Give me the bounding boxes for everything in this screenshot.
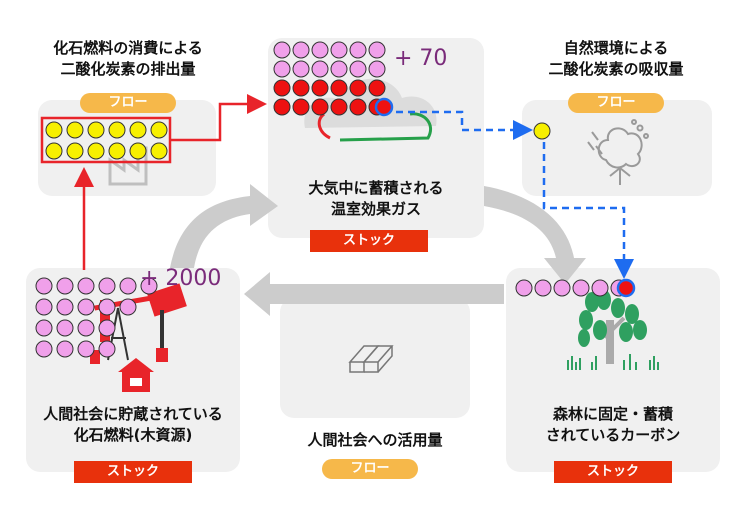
atmosphere-dot xyxy=(273,79,291,97)
forest-dot-highlight xyxy=(616,278,636,298)
atmosphere-title: 大気中に蓄積される 温室効果ガス xyxy=(276,178,476,220)
fossil-dot xyxy=(77,277,95,295)
fossil-dot xyxy=(56,340,74,358)
atmosphere-dot xyxy=(349,98,367,116)
atmosphere-dot xyxy=(311,98,329,116)
fossil-dot xyxy=(98,277,116,295)
fossil-dot xyxy=(119,298,137,316)
fossil-title-line2: 化石燃料(木資源) xyxy=(73,426,193,444)
emission-flow-badge: フロー xyxy=(80,93,176,113)
atmosphere-dot xyxy=(349,41,367,59)
fossil-dot xyxy=(35,319,53,337)
atmosphere-dot xyxy=(330,60,348,78)
emission-dot xyxy=(66,121,84,139)
absorption-title-line2: 二酸化炭素の吸収量 xyxy=(548,60,684,78)
fossil-dot xyxy=(77,298,95,316)
atmosphere-dot xyxy=(349,79,367,97)
atmosphere-dot xyxy=(292,41,310,59)
atmosphere-dot xyxy=(368,60,386,78)
fossil-dot xyxy=(140,277,158,295)
absorption-flow-badge: フロー xyxy=(568,93,664,113)
fossil-delta: + 2000 xyxy=(140,266,222,291)
absorption-panel xyxy=(522,100,712,196)
emission-title-line1: 化石燃料の消費による xyxy=(53,39,203,57)
emission-dot xyxy=(87,142,105,160)
atmosphere-dot-highlight xyxy=(374,97,394,117)
absorption-title-line1: 自然環境による xyxy=(563,39,669,57)
forest-stock-badge: ストック xyxy=(554,461,672,483)
forest-title-line1: 森林に固定・蓄積 xyxy=(552,405,673,423)
atmosphere-dot xyxy=(330,79,348,97)
atmosphere-title-line2: 温室効果ガス xyxy=(330,200,421,218)
emission-dot xyxy=(129,142,147,160)
fossil-stock-badge: ストック xyxy=(74,461,192,483)
fossil-dot xyxy=(98,340,116,358)
atmosphere-delta: + 70 xyxy=(394,46,448,71)
forest-title-line2: されているカーボン xyxy=(545,426,681,444)
atmosphere-dot xyxy=(330,98,348,116)
atmosphere-dot xyxy=(330,41,348,59)
usage-flow-badge: フロー xyxy=(322,459,418,479)
emission-dot xyxy=(87,121,105,139)
fossil-dot xyxy=(56,298,74,316)
atmosphere-dot xyxy=(273,41,291,59)
fossil-dot xyxy=(98,319,116,337)
fossil-dot xyxy=(35,298,53,316)
atmosphere-dot xyxy=(292,60,310,78)
forest-dot xyxy=(591,279,609,297)
absorption-title: 自然環境による 二酸化炭素の吸収量 xyxy=(516,38,716,80)
atmosphere-dot xyxy=(273,98,291,116)
atmosphere-dot xyxy=(292,79,310,97)
emission-dot xyxy=(150,121,168,139)
atmosphere-dot xyxy=(368,41,386,59)
forest-dot xyxy=(572,279,590,297)
emission-dot xyxy=(108,142,126,160)
fossil-dot xyxy=(98,298,116,316)
house-icon xyxy=(118,358,154,392)
fossil-dot xyxy=(77,319,95,337)
forest-dot xyxy=(553,279,571,297)
emission-dot xyxy=(108,121,126,139)
emission-title: 化石燃料の消費による 二酸化炭素の排出量 xyxy=(28,38,228,80)
atmosphere-stock-badge: ストック xyxy=(310,230,428,252)
fossil-dot xyxy=(35,277,53,295)
usage-panel xyxy=(280,298,470,418)
fossil-dot xyxy=(56,277,74,295)
absorption-arrow xyxy=(396,110,533,140)
fossil-dot xyxy=(119,277,137,295)
emission-dot xyxy=(150,142,168,160)
atmosphere-dot xyxy=(273,60,291,78)
forest-title: 森林に固定・蓄積 されているカーボン xyxy=(508,404,718,446)
sapling-tree-icon xyxy=(567,290,659,370)
atmosphere-title-line1: 大気中に蓄積される xyxy=(308,179,444,197)
atmosphere-dot xyxy=(349,60,367,78)
fossil-title-line1: 人間社会に貯蔵されている xyxy=(43,405,223,423)
forest-dot xyxy=(515,279,533,297)
fossil-dot xyxy=(77,340,95,358)
factory-icon xyxy=(108,146,148,186)
atmosphere-dot xyxy=(311,60,329,78)
atmosphere-dot xyxy=(311,41,329,59)
emission-dot xyxy=(45,121,63,139)
emission-dot xyxy=(66,142,84,160)
emission-dot xyxy=(45,142,63,160)
usage-title: 人間社会への活用量 xyxy=(307,431,443,449)
lumber-icon xyxy=(348,345,394,373)
emission-arrow xyxy=(170,94,267,142)
atmosphere-dot xyxy=(311,79,329,97)
emission-dot xyxy=(129,121,147,139)
fossil-dot xyxy=(35,340,53,358)
fossil-dot xyxy=(56,319,74,337)
atmosphere-dot xyxy=(292,98,310,116)
cycle-arrows xyxy=(170,184,586,316)
tree-absorbing-icon xyxy=(587,119,649,185)
emission-title-line2: 二酸化炭素の排出量 xyxy=(60,60,196,78)
absorption-dot xyxy=(533,122,551,140)
forest-dot xyxy=(534,279,552,297)
atmosphere-dot xyxy=(368,79,386,97)
fossil-title: 人間社会に貯蔵されている 化石燃料(木資源) xyxy=(20,404,246,446)
dot-grids xyxy=(35,41,636,358)
